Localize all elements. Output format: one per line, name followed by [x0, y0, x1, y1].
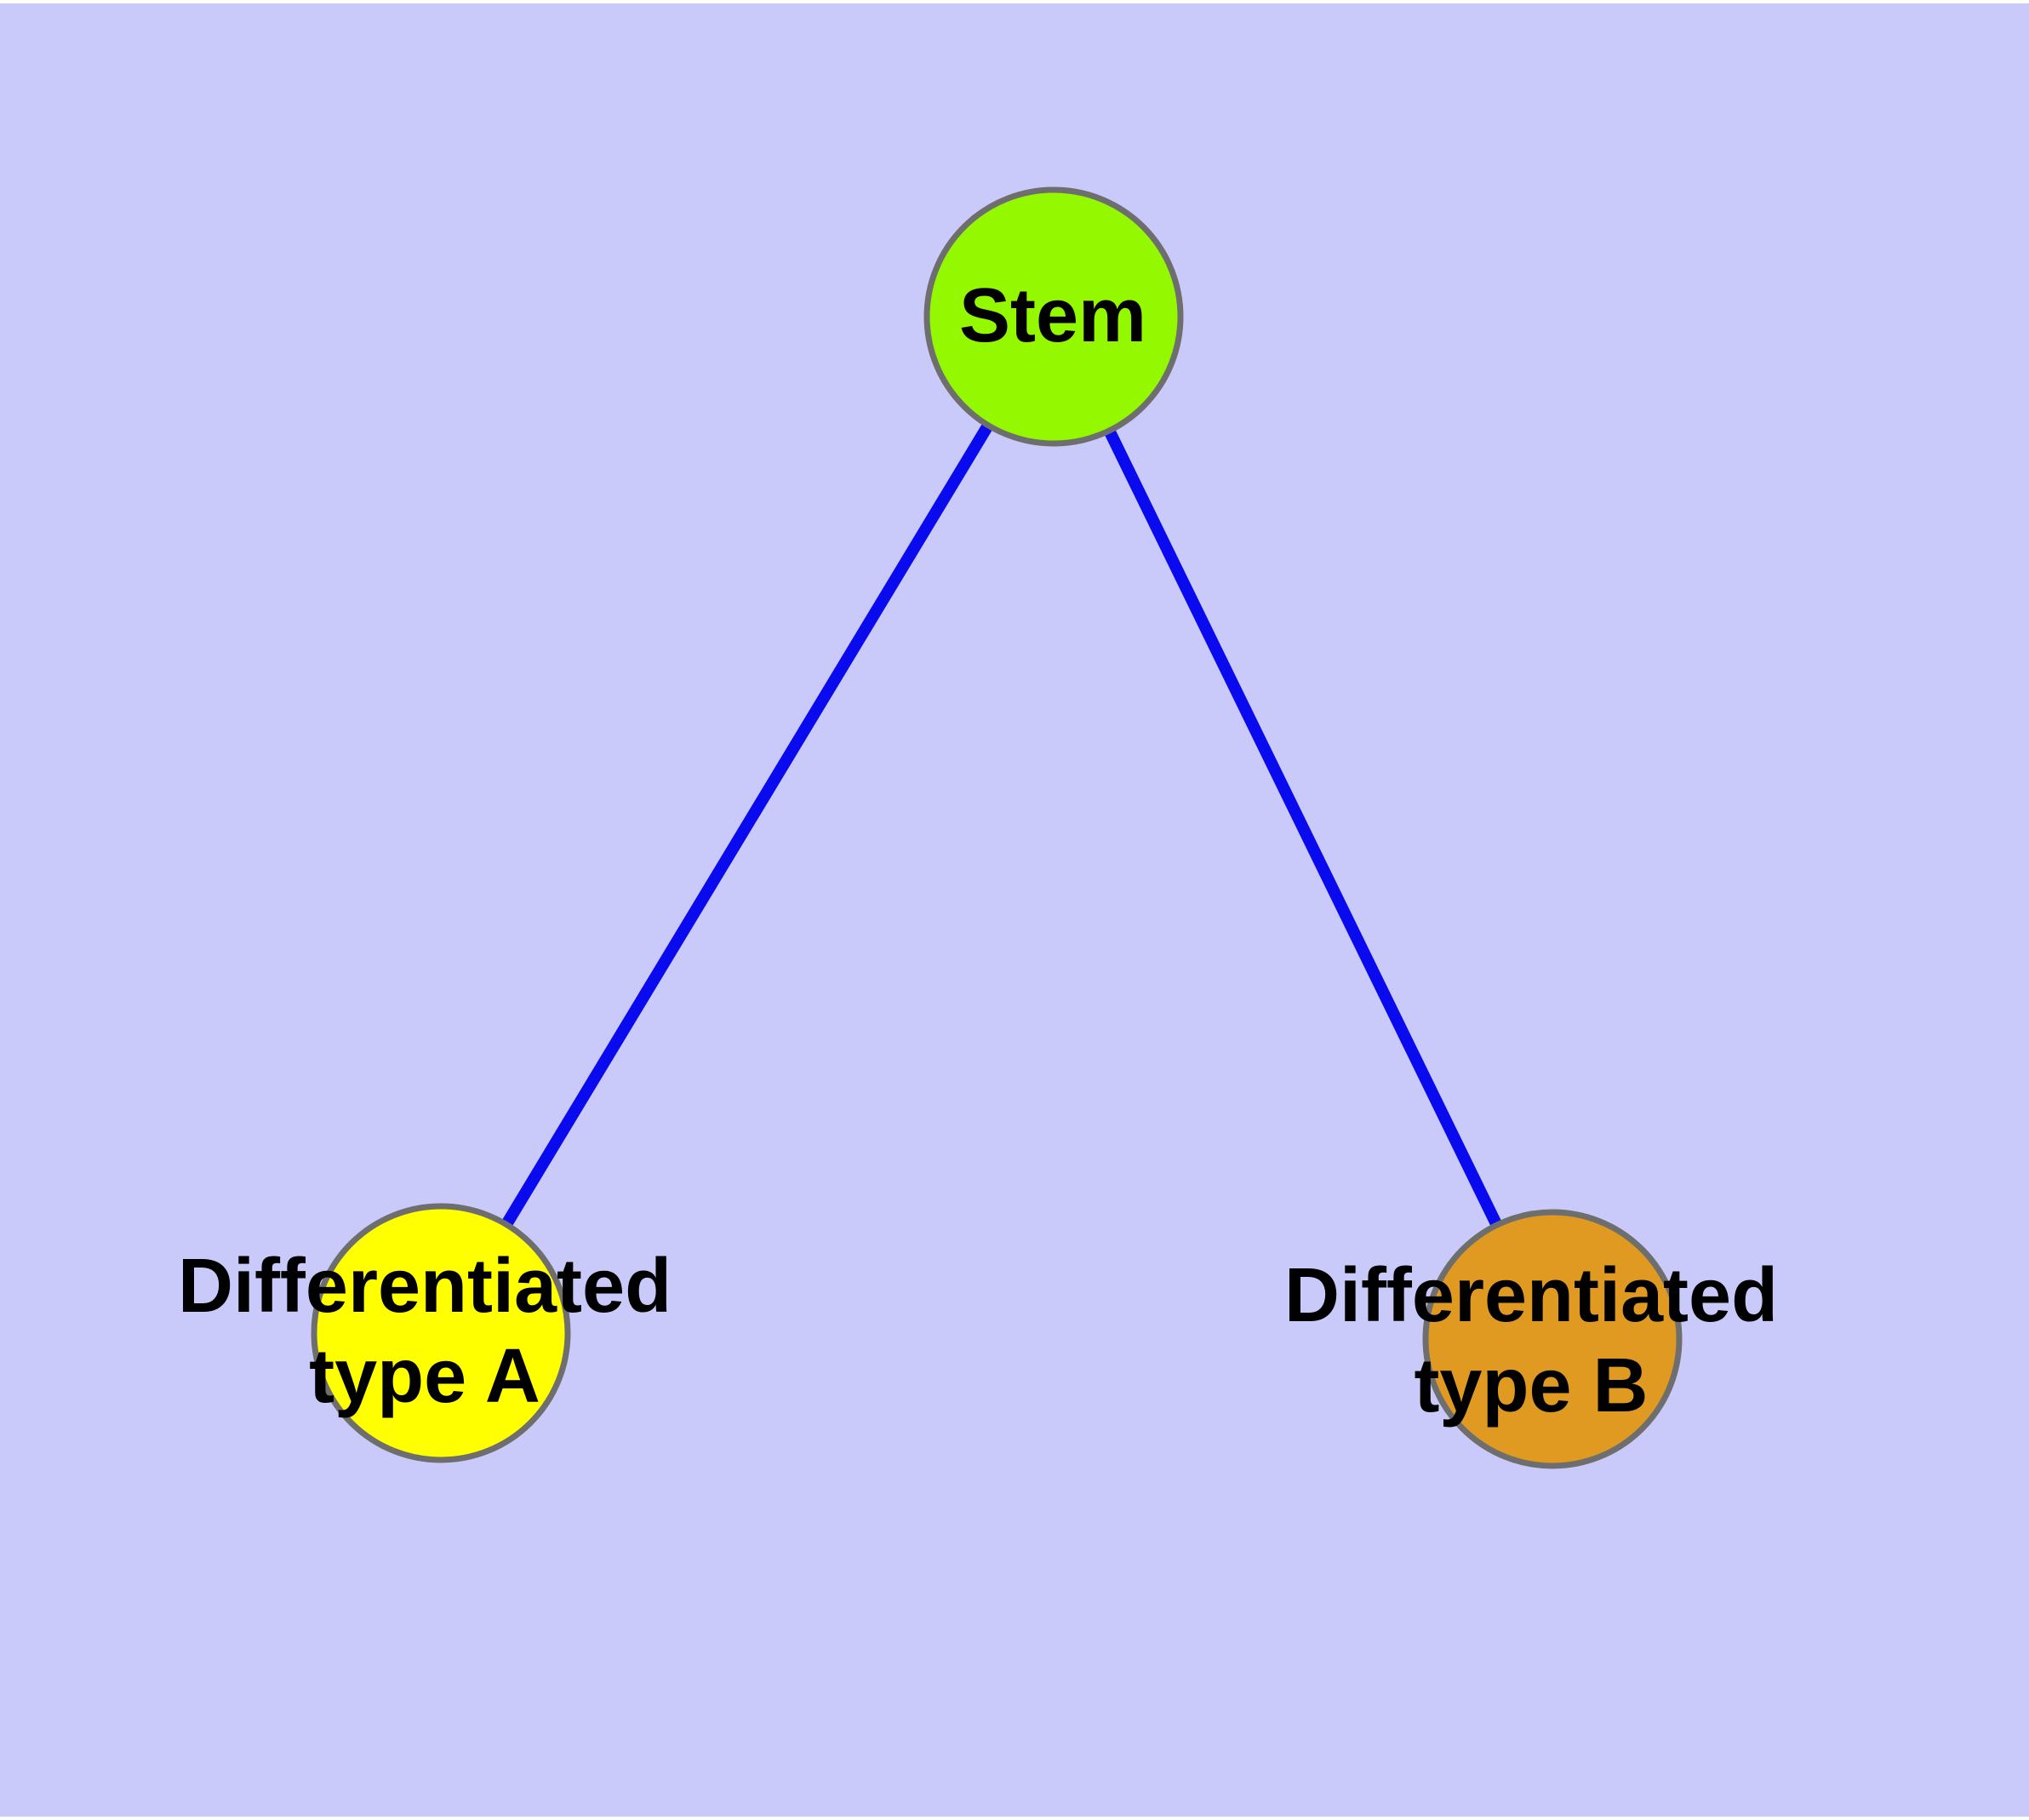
node-stem-label: Stem: [959, 271, 1146, 361]
node-type-a-label-line1: Differentiated: [177, 1244, 672, 1329]
node-type-b-label: Differentiated type B: [1284, 1251, 1778, 1431]
edge-stem-to-type-a: [436, 313, 1059, 1336]
node-type-b-label-line1: Differentiated: [1283, 1253, 1779, 1338]
node-type-a-label-line2: type A: [309, 1334, 540, 1419]
node-type-b-circle: [1422, 1209, 1683, 1469]
node-type-a-label: Differentiated type A: [178, 1241, 672, 1422]
node-stem-label-text: Stem: [958, 273, 1147, 358]
node-type-a-circle: [311, 1203, 571, 1463]
edge-stem-to-type-b: [1048, 313, 1558, 1342]
node-stem-circle: [923, 186, 1184, 447]
node-type-b-label-line2: type B: [1414, 1343, 1649, 1428]
